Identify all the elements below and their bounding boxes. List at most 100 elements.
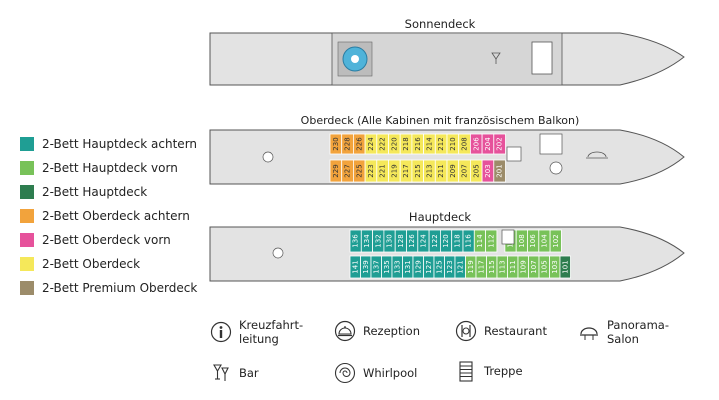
cabin-number: 108: [518, 234, 526, 247]
legend-swatch: [20, 137, 34, 151]
cabin-number: 141: [351, 260, 359, 273]
cabin-number: 132: [374, 234, 382, 247]
kreuzfahrtleitung-icon: [210, 321, 232, 343]
panorama-icon-oberdeck: [586, 151, 608, 159]
key-panorama-salon: Panorama- Salon: [578, 318, 669, 346]
cabin-number: 217: [402, 164, 410, 177]
cabin-number: 214: [425, 137, 433, 151]
ship-diagram: Sonnendeck Oberdeck (Alle Kabinen mit fr…: [209, 17, 685, 282]
cabin-number: 202: [496, 137, 504, 150]
legend-swatch: [20, 233, 34, 247]
legend-swatch: [20, 257, 34, 271]
cabin-number: 137: [372, 260, 380, 273]
legend-swatch: [20, 209, 34, 223]
key-label: Treppe: [484, 364, 523, 378]
cabin-number: 135: [383, 260, 391, 273]
cabin-number: 222: [379, 137, 387, 150]
cabin-number: 213: [425, 164, 433, 177]
reception-bell-icon: [334, 320, 356, 342]
key-label: Bar: [239, 366, 259, 380]
whirlpool-key-icon: [334, 362, 356, 384]
cabin-number: 230: [332, 137, 340, 150]
key-restaurant: Restaurant: [455, 320, 547, 342]
legend-label: 2-Bett Oberdeck achtern: [42, 209, 190, 223]
cabin-number: 113: [498, 260, 506, 273]
legend-label: 2-Bett Hauptdeck achtern: [42, 137, 198, 151]
cabin-number: 120: [442, 234, 450, 247]
cabin-number: 106: [529, 234, 537, 248]
legend-label: 2-Bett Hauptdeck: [42, 185, 148, 199]
cabin-number: 101: [561, 260, 569, 273]
cabin-number: 229: [332, 164, 340, 177]
cabin-number: 127: [425, 260, 433, 273]
legend-item-hauptdeck: 2-Bett Hauptdeck: [20, 180, 197, 204]
cabin-number: 117: [477, 260, 485, 273]
cabin-number: 219: [390, 164, 398, 177]
key-label-line2: leitung: [239, 332, 279, 346]
cabin-number: 211: [437, 164, 445, 177]
cabin-number: 207: [461, 164, 469, 177]
cabin-number: 109: [519, 260, 527, 273]
cabin-number: 204: [484, 137, 492, 151]
staircase-sonnendeck: [531, 41, 553, 75]
cabin-number: 131: [404, 260, 412, 273]
cabin-number: 133: [393, 260, 401, 273]
key-kreuzfahrtleitung: Kreuzfahrt- leitung: [210, 318, 303, 346]
cabin-number: 128: [397, 234, 405, 247]
panorama-salon-icon: [580, 327, 598, 340]
key-label: Rezeption: [363, 324, 420, 338]
cabin-number: 210: [449, 137, 457, 150]
cabin-number: 104: [540, 234, 548, 248]
cabin-number: 134: [363, 234, 371, 248]
cabin-number: 103: [551, 260, 559, 273]
key-label-line2: Salon: [607, 332, 639, 346]
legend-item-hauptdeck-achtern: 2-Bett Hauptdeck achtern: [20, 132, 197, 156]
cabin-number: 111: [509, 260, 517, 273]
legend-item-hauptdeck-vorn: 2-Bett Hauptdeck vorn: [20, 156, 197, 180]
key-label: Whirlpool: [363, 366, 418, 380]
cabin-number: 205: [472, 164, 480, 177]
cabin-number: 105: [540, 260, 548, 273]
cabin-number: 126: [408, 234, 416, 248]
cabin-number: 215: [414, 164, 422, 177]
oberdeck-hull: [209, 129, 685, 185]
legend-label: 2-Bett Oberdeck vorn: [42, 233, 171, 247]
legend-label: 2-Bett Hauptdeck vorn: [42, 161, 178, 175]
cabin-number: 220: [390, 137, 398, 150]
kreuzfahrtleitung-icon-oberdeck: [262, 151, 274, 163]
cabin-number: 208: [461, 137, 469, 150]
bar-icon-sonnendeck: [491, 52, 501, 64]
cabin-number: 223: [367, 164, 375, 177]
staircase-icon: [459, 361, 473, 382]
cabin-number: 206: [472, 137, 480, 151]
cabin-number: 209: [449, 164, 457, 177]
cabin-number: 123: [446, 260, 454, 273]
cabin-number: 107: [530, 260, 538, 273]
cabin-number: 203: [484, 164, 492, 177]
cabin-number: 228: [344, 137, 352, 150]
legend-item-premium-oberdeck: 2-Bett Premium Oberdeck: [20, 276, 197, 300]
cabin-number: 112: [487, 234, 495, 247]
legend-swatch: [20, 281, 34, 295]
deck-title-sonnendeck: Sonnendeck: [405, 17, 476, 31]
cabin-number: 121: [456, 260, 464, 273]
cabin-number: 224: [367, 137, 375, 151]
restaurant-area-hauptdeck: [272, 247, 284, 259]
legend-swatch: [20, 161, 34, 175]
cabin-number: 225: [355, 164, 363, 177]
key-label-line1: Panorama-: [607, 318, 669, 332]
bar-area-oberdeck: [539, 133, 563, 155]
staircase-hauptdeck: [501, 229, 515, 245]
staircase-oberdeck: [506, 146, 522, 162]
key-treppe: Treppe: [455, 360, 523, 382]
key-label-line1: Kreuzfahrt-: [239, 318, 304, 332]
cabin-number: 201: [496, 164, 504, 177]
cabin-101: [559, 255, 571, 279]
cabin-number: 102: [552, 234, 560, 247]
legend-item-oberdeck: 2-Bett Oberdeck: [20, 252, 197, 276]
cabin-number: 130: [386, 234, 394, 247]
legend-item-oberdeck-achtern: 2-Bett Oberdeck achtern: [20, 204, 197, 228]
